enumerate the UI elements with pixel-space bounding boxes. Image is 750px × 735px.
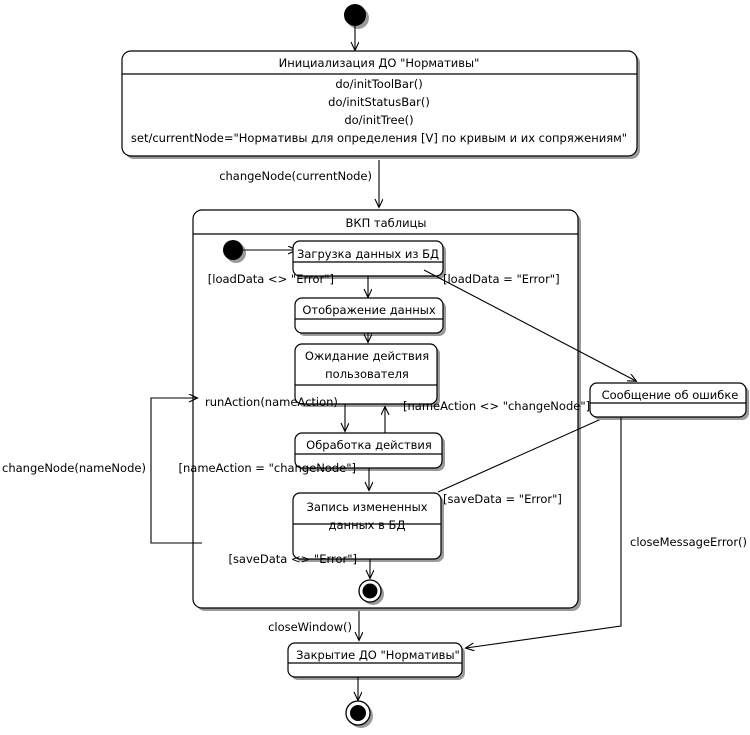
state-wait-action-title-line1: Ожидание действия: [305, 349, 429, 363]
state-process-action-title: Обработка действия: [306, 438, 432, 452]
state-close-title: Закрытие ДО "Нормативы": [296, 648, 460, 662]
label-close-message-error: closeMessageError(): [630, 535, 747, 549]
state-initialization-action-1: do/initToolBar(): [335, 77, 422, 91]
final-node-inner: [358, 579, 384, 605]
state-initialization-action-3: do/initTree(): [344, 113, 413, 127]
state-initialization-title: Инициализация ДО "Нормативы": [279, 56, 480, 70]
label-load-data-error: [loadData = "Error"]: [443, 272, 560, 286]
state-error-message-title: Сообщение об ошибке: [602, 388, 739, 402]
label-load-data-ok: [loadData <> "Error"]: [208, 272, 334, 286]
label-save-data-ok: [saveData <> "Error"]: [228, 552, 357, 566]
state-composite-title: ВКП таблицы: [346, 216, 427, 230]
state-initialization-action-4: set/currentNode="Нормативы для определен…: [131, 131, 627, 145]
label-change-node-current: changeNode(currentNode): [219, 169, 372, 183]
label-name-action-change-node: [nameAction = "changeNode"]: [179, 461, 356, 475]
edge-save-error-to-message: [437, 411, 619, 493]
state-load-data[interactable]: Загрузка данных из БД: [292, 240, 446, 279]
state-initialization-action-2: do/initStatusBar(): [328, 95, 430, 109]
final-node-bottom: [345, 700, 373, 728]
edge-close-message-error: [466, 417, 622, 648]
edge-change-node-loop: [150, 398, 202, 544]
state-close[interactable]: Закрытие ДО "Нормативы": [287, 642, 465, 680]
label-change-node-name: changeNode(nameNode): [2, 461, 146, 475]
state-initialization[interactable]: Инициализация ДО "Нормативы" do/initTool…: [121, 50, 640, 159]
state-show-data-title: Отображение данных: [302, 303, 436, 317]
state-process-action[interactable]: Обработка действия: [294, 432, 445, 471]
label-close-window: closeWindow(): [268, 620, 352, 634]
state-save-data-title-line2: данных в БД: [329, 518, 406, 532]
state-wait-action[interactable]: Ожидание действия пользователя: [294, 343, 440, 407]
state-save-data[interactable]: Запись измененных данных в БД: [292, 492, 444, 562]
label-save-data-error: [saveData = "Error"]: [443, 492, 562, 506]
state-save-data-title-line1: Запись измененных: [306, 500, 427, 514]
initial-node-top: [344, 4, 369, 29]
label-run-action: runAction(nameAction): [205, 395, 338, 409]
state-show-data[interactable]: Отображение данных: [294, 297, 446, 336]
state-wait-action-title-line2: пользователя: [325, 367, 409, 381]
label-name-action-not-change-node: [nameAction <> "changeNode"]: [403, 399, 590, 413]
state-load-data-title: Загрузка данных из БД: [297, 247, 439, 261]
edge-load-error-to-message: [423, 269, 636, 381]
initial-node-inner: [223, 240, 246, 263]
state-error-message[interactable]: Сообщение об ошибке: [589, 382, 749, 420]
